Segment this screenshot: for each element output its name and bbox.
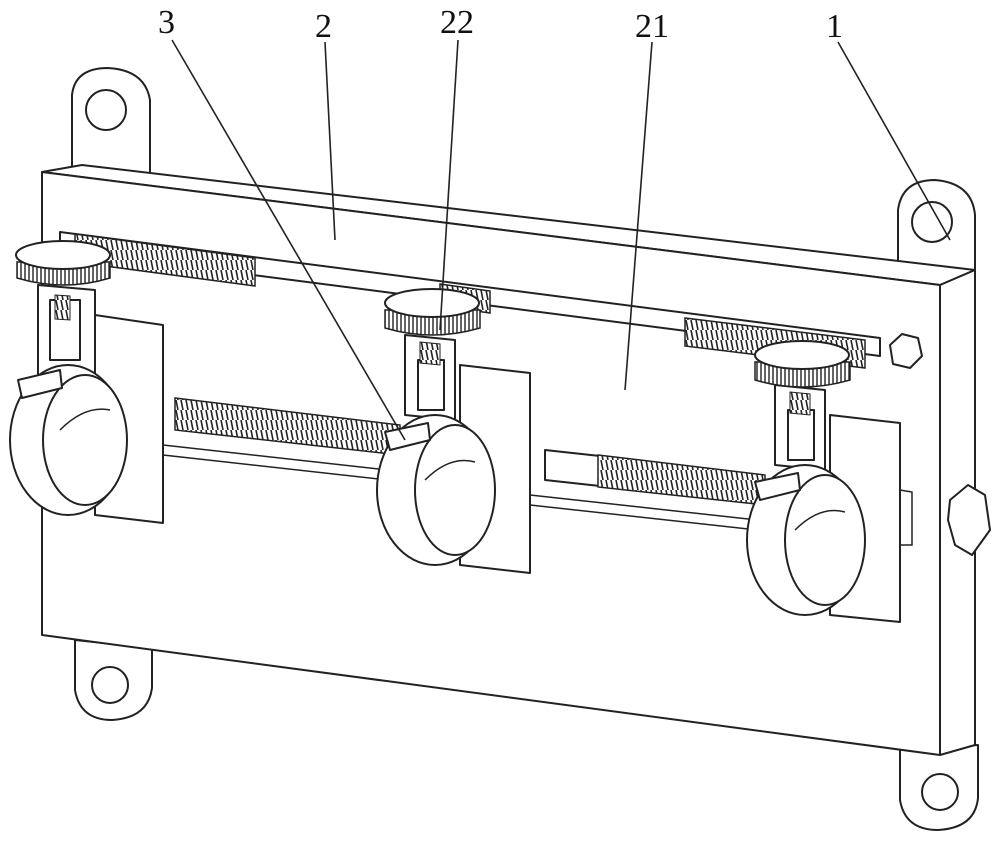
lower-screw-rods (174, 397, 766, 506)
label-2: 2 (315, 8, 332, 45)
clamp-right (746, 340, 866, 616)
hex-nut-plate-side (947, 484, 991, 556)
label-21: 21 (635, 8, 669, 45)
clamp-middle (376, 288, 496, 566)
hex-nut-rod-end (889, 333, 923, 369)
leader-lines (171, 39, 951, 441)
leader-21 (624, 41, 653, 391)
leader-1 (837, 41, 951, 241)
leader-22 (439, 39, 459, 331)
label-3: 3 (158, 4, 175, 41)
mounting-ear-top-left (71, 67, 151, 176)
mounting-ear-bottom-right (899, 744, 979, 831)
mounting-ear-bottom-left (74, 639, 153, 721)
clamp-left (9, 240, 128, 516)
label-1: 1 (826, 8, 843, 45)
mounting-ear-top-right (897, 179, 976, 286)
label-22: 22 (440, 4, 474, 41)
leader-2 (324, 41, 336, 241)
leader-3 (171, 39, 406, 441)
